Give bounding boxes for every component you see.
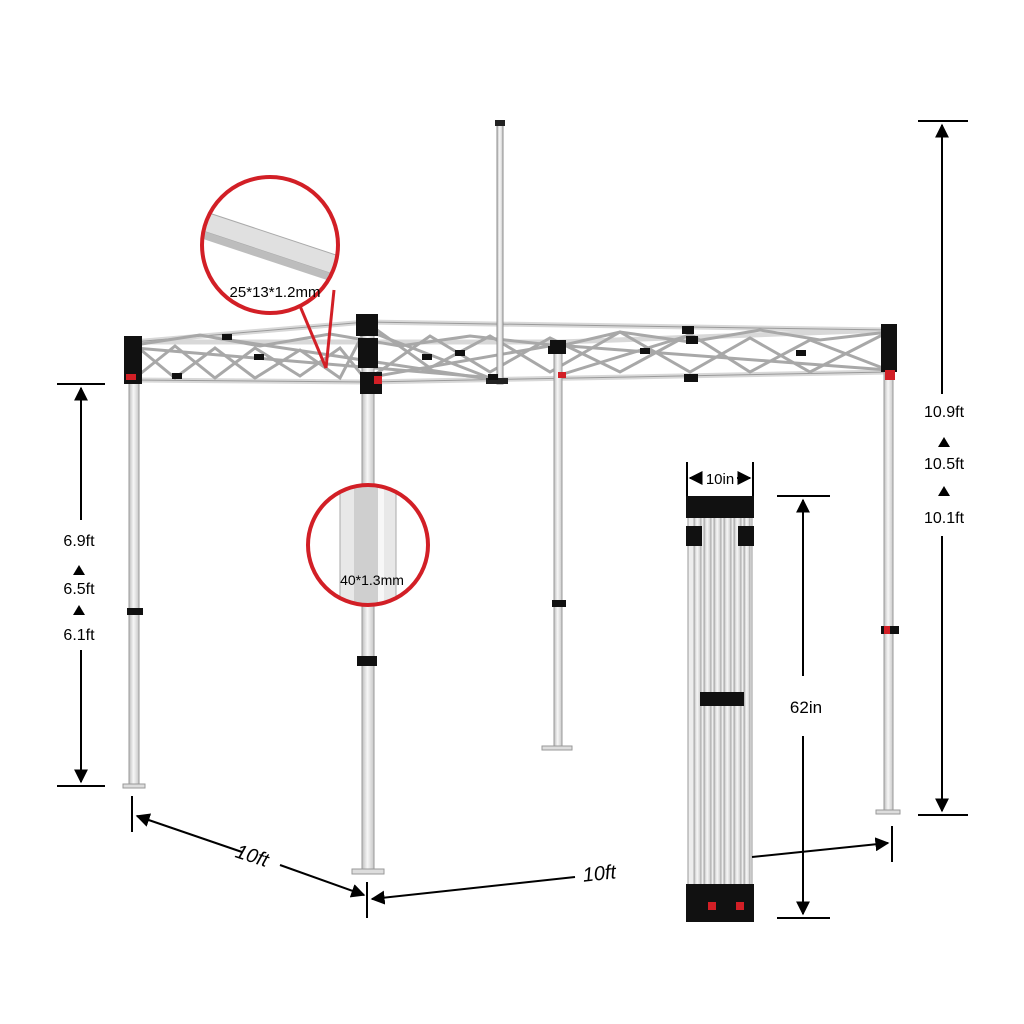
side-height-mid: 6.5ft <box>63 581 95 598</box>
base-depth-label: 10ft <box>233 841 273 873</box>
total-height-max: 10.9ft <box>924 404 965 421</box>
folded-height-label: 62in <box>790 698 822 717</box>
total-height-label: 10.9ft 10.5ft 10.1ft <box>924 404 965 527</box>
callout-truss-tube: 25*13*1.2mm <box>200 175 340 369</box>
leg-back <box>541 340 573 751</box>
triangle-up-icon <box>73 605 85 615</box>
canopy-frame <box>132 120 889 385</box>
dimension-lines <box>57 120 968 919</box>
leg-right <box>875 324 901 815</box>
truss-tube-spec: 25*13*1.2mm <box>230 284 321 301</box>
truss-connectors <box>172 326 806 382</box>
leg-left <box>122 336 146 789</box>
triangle-up-icon <box>938 437 950 447</box>
total-height-min: 10.1ft <box>924 510 965 527</box>
triangle-up-icon <box>73 565 85 575</box>
side-height-label: 6.9ft 6.5ft 6.1ft <box>63 533 95 644</box>
folded-frame <box>686 496 754 922</box>
side-height-min: 6.1ft <box>63 627 95 644</box>
callout-leg-tube: 40*1.3mm <box>306 483 430 607</box>
total-height-mid: 10.5ft <box>924 456 965 473</box>
leg-tube-spec: 40*1.3mm <box>340 572 404 588</box>
center-pole <box>496 121 504 385</box>
folded-width-label: 10in <box>706 471 734 488</box>
canopy-legs <box>122 314 901 875</box>
triangle-up-icon <box>938 486 950 496</box>
side-height-max: 6.9ft <box>63 533 95 550</box>
base-width-label: 10ft <box>582 861 619 887</box>
